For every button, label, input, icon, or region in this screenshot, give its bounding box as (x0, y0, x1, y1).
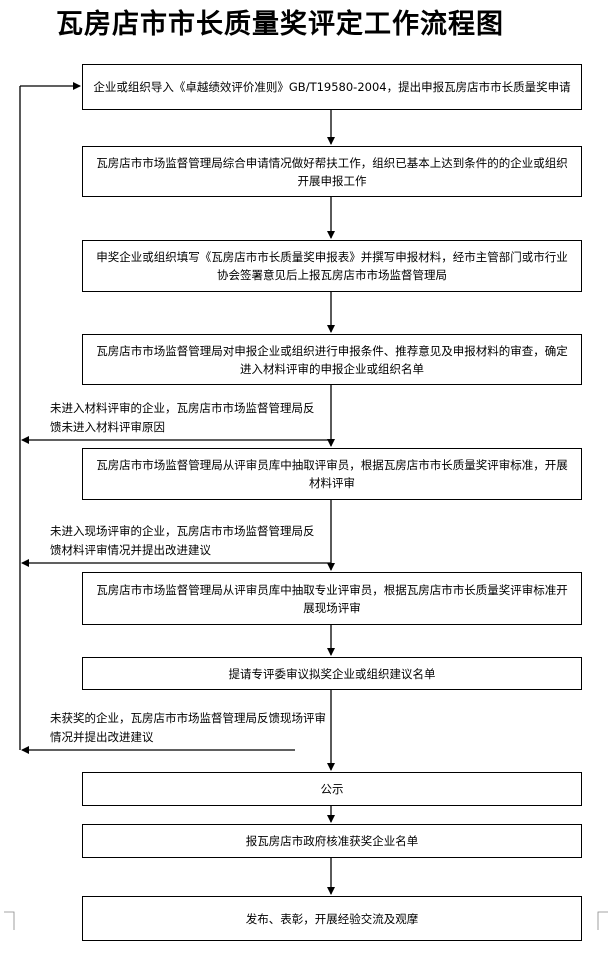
step-submit-form: 申奖企业或组织填写《瓦房店市市长质量奖申报表》并撰写申报材料，经市主管部门或市行… (82, 240, 582, 292)
step-apply: 企业或组织导入《卓越绩效评价准则》GB/T19580-2004，提出申报瓦房店市… (82, 64, 582, 110)
page-title: 瓦房店市市长质量奖评定工作流程图 (56, 9, 504, 40)
step-government-approval-text: 报瓦房店市政府核准获奖企业名单 (245, 834, 419, 848)
step-support-text: 瓦房店市市场监督管理局综合申请情况做好帮扶工作，组织已基本上达到条件的的企业或组… (96, 155, 568, 188)
feedback-note-onsite: 未进入现场评审的企业，瓦房店市市场监督管理局反馈材料评审情况并提出改进建议 (50, 524, 315, 557)
step-review-qualification: 瓦房店市市场监督管理局对申报企业或组织进行申报条件、推荐意见及申报材料的审查，确… (82, 334, 582, 385)
step-onsite-review: 瓦房店市市场监督管理局从评审员库中抽取专业评审员，根据瓦房店市市长质量奖评审标准… (82, 572, 582, 625)
step-government-approval: 报瓦房店市政府核准获奖企业名单 (82, 824, 582, 858)
step-award-text: 发布、表彰，开展经验交流及观摩 (245, 911, 419, 926)
step-publicity-text: 公示 (320, 782, 344, 796)
step-material-review: 瓦房店市市场监督管理局从评审员库中抽取评审员，根据瓦房店市市长质量奖评审标准，开… (82, 448, 582, 500)
step-publicity: 公示 (82, 772, 582, 806)
step-apply-text: 企业或组织导入《卓越绩效评价准则》GB/T19580-2004，提出申报瓦房店市… (93, 80, 571, 94)
feedback-note-award: 未获奖的企业，瓦房店市市场监督管理局反馈现场评审情况并提出改进建议 (50, 711, 326, 744)
step-committee: 提请专评委审议拟奖企业或组织建议名单 (82, 657, 582, 690)
step-review-qualification-text: 瓦房店市市场监督管理局对申报企业或组织进行申报条件、推荐意见及申报材料的审查，确… (96, 343, 568, 376)
step-submit-form-text: 申奖企业或组织填写《瓦房店市市长质量奖申报表》并撰写申报材料，经市主管部门或市行… (96, 250, 568, 282)
step-material-review-text: 瓦房店市市场监督管理局从评审员库中抽取评审员，根据瓦房店市市长质量奖评审标准，开… (96, 458, 568, 490)
step-committee-text: 提请专评委审议拟奖企业或组织建议名单 (228, 666, 436, 681)
step-award: 发布、表彰，开展经验交流及观摩 (82, 896, 582, 941)
feedback-note-material: 未进入材料评审的企业，瓦房店市市场监督管理局反馈未进入材料评审原因 (50, 401, 315, 434)
step-onsite-review-text: 瓦房店市市场监督管理局从评审员库中抽取专业评审员，根据瓦房店市市长质量奖评审标准… (96, 582, 568, 615)
step-support: 瓦房店市市场监督管理局综合申请情况做好帮扶工作，组织已基本上达到条件的的企业或组… (82, 146, 582, 197)
